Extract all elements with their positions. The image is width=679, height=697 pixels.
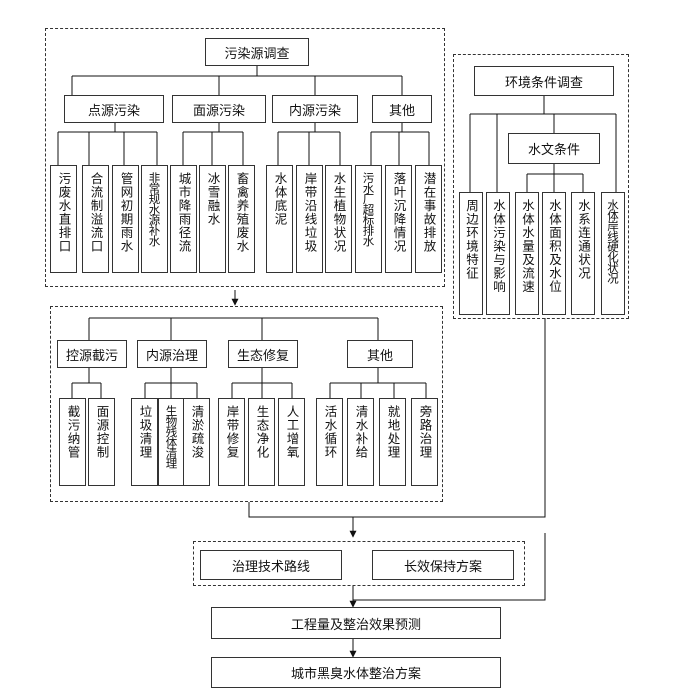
final-plan: 城市黑臭水体整治方案 [211, 657, 501, 688]
measure-item: 截污纳管 [59, 398, 86, 486]
measure-item: 就地处理 [379, 398, 406, 486]
measure-internal-treatment: 内源治理 [137, 340, 207, 368]
measure-item: 面源控制 [88, 398, 115, 486]
hydrology-title: 水文条件 [508, 133, 600, 164]
pollution-item: 落叶沉降情况 [385, 165, 412, 273]
measure-item: 清淤疏浚 [183, 398, 210, 486]
measure-item: 旁路治理 [411, 398, 438, 486]
pollution-item: 冰雪融水 [199, 165, 226, 273]
pollution-item: 污废水直排口 [50, 165, 77, 273]
environment-item: 水系连通状况 [571, 192, 595, 315]
measure-item: 活水循环 [316, 398, 343, 486]
pollution-item: 管网初期雨水 [112, 165, 139, 273]
category-internal-source: 内源污染 [272, 95, 358, 123]
measure-item: 清水补给 [347, 398, 374, 486]
pollution-survey-title: 污染源调查 [205, 38, 309, 66]
measure-other: 其他 [347, 340, 413, 368]
measure-item: 生物残体清理 [158, 398, 185, 486]
pollution-item: 岸带沿线垃圾 [296, 165, 323, 273]
effect-forecast: 工程量及整治效果预测 [211, 607, 501, 639]
measure-item: 人工增氧 [278, 398, 305, 486]
category-nonpoint-source: 面源污染 [172, 95, 266, 123]
environment-item: 水体岸线硬化状况 [601, 192, 625, 315]
pollution-item: 水生植物状况 [325, 165, 352, 273]
measure-item: 垃圾清理 [131, 398, 158, 486]
environment-item: 水体水量及流速 [515, 192, 539, 315]
pollution-item: 城市降雨径流 [170, 165, 197, 273]
environment-item: 水体面积及水位 [542, 192, 566, 315]
measure-item: 生态净化 [248, 398, 275, 486]
category-point-source: 点源污染 [64, 95, 164, 123]
environment-item: 水体污染与影响 [486, 192, 510, 315]
environment-survey-title: 环境条件调查 [474, 66, 614, 96]
pollution-survey-group [45, 28, 445, 287]
technical-route: 治理技术路线 [200, 550, 342, 580]
pollution-item: 水体底泥 [266, 165, 293, 273]
plan-group [193, 541, 525, 586]
pollution-item: 合流制溢流口 [82, 165, 109, 273]
category-other: 其他 [372, 95, 432, 123]
pollution-item: 非常规水源补水 [141, 165, 168, 273]
treatment-measures-group [50, 306, 443, 502]
measure-ecological-restoration: 生态修复 [228, 340, 298, 368]
measure-source-control: 控源截污 [57, 340, 127, 368]
pollution-item: 污水厂超标排水 [355, 165, 382, 273]
pollution-item: 畜禽养殖废水 [228, 165, 255, 273]
pollution-item: 潜在事故排放 [415, 165, 442, 273]
environment-item: 周边环境特征 [459, 192, 483, 315]
measure-item: 岸带修复 [218, 398, 245, 486]
environment-survey-group [453, 54, 629, 319]
maintenance-plan: 长效保持方案 [372, 550, 514, 580]
